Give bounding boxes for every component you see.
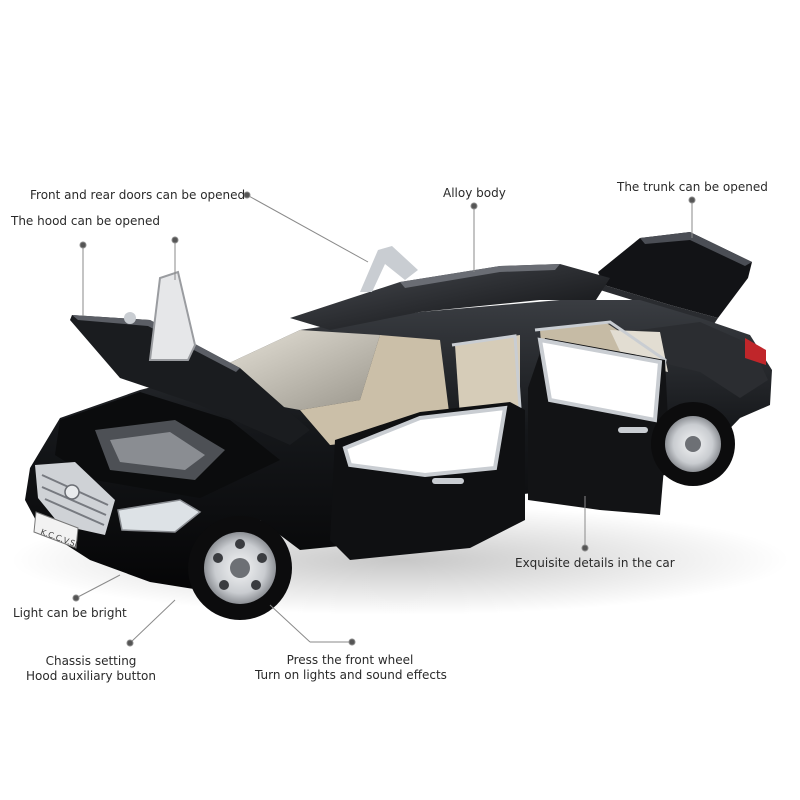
front-door (330, 402, 525, 560)
emblem (64, 484, 80, 500)
label-chassis: Chassis setting Hood auxiliary button (20, 654, 162, 684)
label-chassis-line2: Hood auxiliary button (26, 669, 156, 683)
label-light: Light can be bright (13, 606, 127, 620)
label-chassis-line1: Chassis setting (45, 654, 137, 668)
leader-lines (72, 191, 696, 647)
engine-bay (55, 392, 280, 498)
label-hood: The hood can be opened (11, 214, 160, 228)
door-handle (432, 478, 464, 484)
roof-highlight (400, 264, 560, 288)
headlight (117, 499, 202, 533)
roof (290, 264, 610, 330)
label-trunk: The trunk can be opened (617, 180, 768, 194)
front-grille (35, 462, 115, 535)
far-door (148, 246, 418, 361)
label-exquisite: Exquisite details in the car (515, 556, 675, 570)
hood-ornament (124, 312, 136, 324)
label-doors: Front and rear doors can be opened (30, 188, 246, 202)
label-wheel: Press the front wheel Turn on lights and… (255, 653, 447, 683)
rear-door (528, 337, 668, 515)
front-wheel (188, 516, 292, 620)
label-alloy-body: Alloy body (443, 186, 506, 200)
license-plate-shape (33, 511, 79, 549)
label-wheel-line1: Press the front wheel (286, 653, 414, 667)
label-wheel-line2: Turn on lights and sound effects (255, 668, 447, 682)
rear-wheel (651, 402, 735, 486)
trunk-lid (598, 232, 752, 324)
door-handle (618, 427, 648, 433)
